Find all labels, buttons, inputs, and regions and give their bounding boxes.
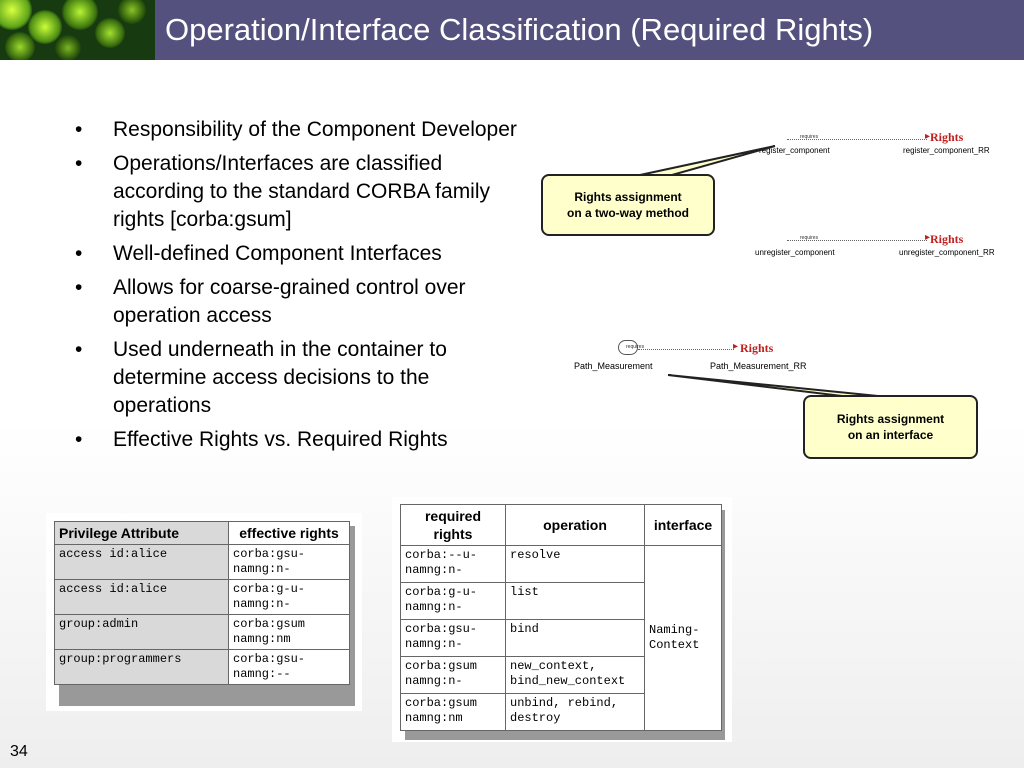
table-cell: access id:alice	[54, 544, 229, 580]
operation-label: register_component	[759, 146, 830, 155]
callout-line: on an interface	[847, 428, 934, 442]
bullet-item: Well-defined Component Interfaces	[70, 240, 530, 268]
table-cell: corba:gsum namng:nm	[400, 693, 506, 731]
privilege-table: Privilege Attribute effective rights acc…	[54, 521, 350, 685]
operation-label: Path_Measurement	[574, 361, 653, 371]
arrow-icon: ▸	[925, 131, 931, 142]
table-row: corba:gsu-namng:n- bind	[400, 619, 722, 657]
slide-header: Operation/Interface Classification (Requ…	[0, 0, 1024, 60]
callout-line: Rights assignment	[574, 190, 682, 204]
bullet-item: Used underneath in the container to dete…	[70, 336, 530, 420]
rights-label: Rights	[930, 232, 964, 246]
table-row: access id:alice corba:gsu-namng:n-	[54, 544, 350, 580]
bullet-item: Allows for coarse-grained control over o…	[70, 274, 530, 330]
callout-line: Rights assignment	[836, 412, 945, 426]
table-row: group:admin corba:gsum namng:nm	[54, 614, 350, 650]
slide-title: Operation/Interface Classification (Requ…	[165, 12, 874, 47]
cloud-icon	[618, 340, 638, 355]
table-cell: corba:g-u-namng:n-	[400, 582, 506, 620]
page-number: 34	[10, 743, 28, 760]
bullet-list: Responsibility of the Component Develope…	[70, 116, 530, 460]
table-cell: corba:--u-namng:n-	[400, 545, 506, 583]
requires-label: requires	[800, 235, 819, 241]
table-row: access id:alice corba:g-u-namng:n-	[54, 579, 350, 615]
col-header: required rights	[400, 504, 506, 546]
col-header: interface	[644, 504, 722, 546]
table-cell: bind	[505, 619, 645, 657]
table-row: corba:g-u-namng:n- list	[400, 582, 722, 620]
table-cell: list	[505, 582, 645, 620]
table-cell: group:admin	[54, 614, 229, 650]
interface-rights-figure: requires ▸ Rights Path_Measurement Path_…	[560, 322, 830, 377]
col-header: operation	[505, 504, 645, 546]
col-header: effective rights	[228, 521, 350, 545]
bullet-item: Responsibility of the Component Develope…	[70, 116, 530, 144]
rr-label: Path_Measurement_RR	[710, 361, 807, 371]
table-cell: corba:gsum namng:n-	[400, 656, 506, 694]
table-cell: group:programmers	[54, 649, 229, 685]
required-rights-table: required rights operation interface corb…	[400, 504, 722, 731]
table-cell: new_context, bind_new_context	[505, 656, 645, 694]
table-row: group:programmers corba:gsu-namng:--	[54, 649, 350, 685]
rights-label: Rights	[740, 341, 774, 355]
table-cell: unbind, rebind, destroy	[505, 693, 645, 731]
callout-interface: Rights assignment on an interface	[803, 395, 978, 459]
rights-label: Rights	[930, 130, 964, 144]
interface-cell: Naming-Context	[644, 545, 722, 731]
bullet-item: Operations/Interfaces are classified acc…	[70, 150, 530, 234]
table-row: corba:--u-namng:n- resolve Naming-Contex…	[400, 545, 722, 731]
bullet-item: Effective Rights vs. Required Rights	[70, 426, 530, 454]
table-cell: corba:gsu-namng:--	[228, 649, 350, 685]
operation-label: unregister_component	[755, 248, 835, 257]
method-rights-figure: requires ▸ Rights register_component reg…	[747, 116, 1007, 283]
table-cell: corba:gsum namng:nm	[228, 614, 350, 650]
table-cell: access id:alice	[54, 579, 229, 615]
table-cell: corba:gsu-namng:n-	[400, 619, 506, 657]
header-image	[0, 0, 155, 60]
callout-line: on a two-way method	[566, 206, 689, 220]
rr-label: register_component_RR	[903, 146, 990, 155]
rr-label: unregister_component_RR	[899, 248, 995, 257]
callout-method: Rights assignment on a two-way method	[541, 174, 715, 236]
col-header: Privilege Attribute	[54, 521, 229, 545]
table-row: corba:gsum namng:nm unbind, rebind, dest…	[400, 693, 722, 731]
arrow-icon: ▸	[925, 232, 931, 243]
requires-label: requires	[626, 344, 645, 350]
table-cell: corba:g-u-namng:n-	[228, 579, 350, 615]
arrow-icon: ▸	[733, 341, 739, 352]
table-cell: resolve	[505, 545, 645, 583]
table-row: corba:gsum namng:n- new_context, bind_ne…	[400, 656, 722, 694]
requires-label: requires	[800, 134, 819, 140]
table-cell: corba:gsu-namng:n-	[228, 544, 350, 580]
